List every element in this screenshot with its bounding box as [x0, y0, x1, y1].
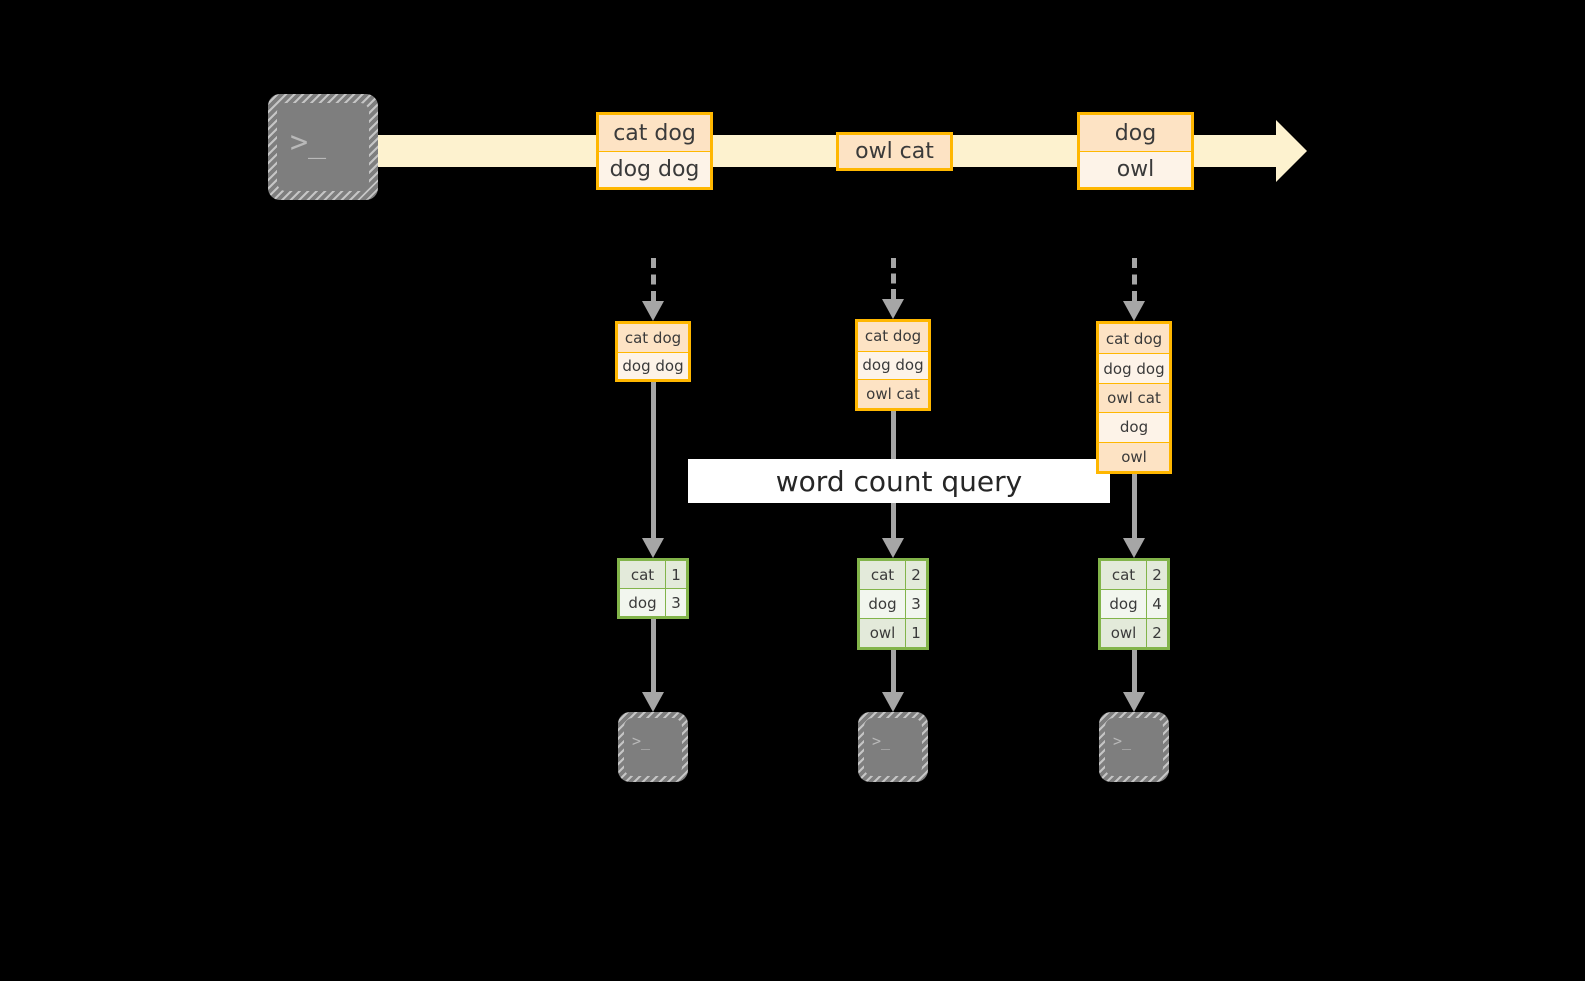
result-word-cell: dog [860, 589, 906, 618]
terminal-screen [1105, 718, 1163, 776]
result-count-cell: 4 [1147, 589, 1167, 618]
sink-terminal-icon-2: >_ [858, 712, 928, 782]
terminal-prompt: >_ [872, 732, 891, 750]
result-to-sink-arrow-3-shaft [1131, 649, 1137, 692]
result-count-cell: 2 [906, 561, 926, 589]
snapshot-input-row: dog dog [1099, 353, 1169, 383]
terminal-screen [864, 718, 922, 776]
input-to-result-arrow-1-shaft [650, 382, 656, 538]
result-to-sink-arrow-2-head [882, 692, 904, 712]
result-word-cell: cat [1101, 561, 1147, 589]
result-word-cell: dog [1101, 589, 1147, 618]
stream-record-row: dog dog [599, 151, 710, 187]
snapshot-input-row: dog dog [858, 350, 928, 380]
stream-record-row: cat dog [599, 115, 710, 151]
snapshot-input-row: cat dog [858, 322, 928, 351]
result-count-cell: 2 [1147, 618, 1167, 647]
terminal-prompt: >_ [290, 125, 327, 160]
stream-to-input-arrow-1-head [642, 301, 664, 321]
result-count-cell: 3 [666, 589, 686, 617]
result-word-cell: owl [1101, 618, 1147, 647]
result-count-cell: 1 [666, 561, 686, 589]
terminal-screen [624, 718, 682, 776]
stream-to-input-arrow-3-head [1123, 301, 1145, 321]
result-count-cell: 3 [906, 589, 926, 618]
result-to-sink-arrow-3-head [1123, 692, 1145, 712]
result-word-cell: owl [860, 618, 906, 647]
terminal-prompt: >_ [1113, 732, 1132, 750]
stream-to-input-arrow-2-head [882, 299, 904, 319]
query-label-text: word count query [775, 464, 1023, 498]
stream-to-input-arrow-1-shaft [651, 258, 656, 301]
snapshot-input-row: owl cat [858, 379, 928, 408]
result-word-cell: dog [620, 589, 666, 617]
terminal-screen [277, 103, 369, 191]
snapshot-input-row: dog dog [618, 351, 688, 380]
result-word-cell: cat [860, 561, 906, 589]
sink-terminal-icon-3: >_ [1099, 712, 1169, 782]
result-to-sink-arrow-2-shaft [890, 649, 896, 692]
result-to-sink-arrow-1-shaft [650, 619, 656, 692]
result-word-cell: cat [620, 561, 666, 589]
input-to-result-arrow-3-shaft [1131, 474, 1137, 538]
query-label-band: word count query [688, 459, 1110, 503]
result-count-cell: 1 [906, 618, 926, 647]
sink-terminal-icon-1: >_ [618, 712, 688, 782]
input-to-result-arrow-1-head [642, 538, 664, 558]
result-to-sink-arrow-1-head [642, 692, 664, 712]
snapshot-input-row: dog [1099, 412, 1169, 442]
stream-arrow-head [1276, 120, 1307, 182]
input-to-result-arrow-3-head [1123, 538, 1145, 558]
stream-to-input-arrow-3-shaft [1132, 258, 1137, 301]
snapshot-input-row: cat dog [618, 324, 688, 352]
snapshot-input-row: owl cat [1099, 382, 1169, 413]
snapshot-input-row: owl [1099, 441, 1169, 471]
input-to-result-arrow-2-head [882, 538, 904, 558]
stream-record-row: dog [1080, 115, 1191, 151]
stream-record-row: owl [1080, 151, 1191, 187]
stream-record-group-2: owl cat [836, 131, 953, 171]
terminal-prompt: >_ [632, 732, 651, 750]
source-terminal-icon: >_ [268, 94, 378, 200]
stream-to-input-arrow-2-shaft [891, 258, 896, 299]
stream-record-row: owl cat [839, 134, 950, 168]
snapshot-input-row: cat dog [1099, 324, 1169, 354]
result-count-cell: 2 [1147, 561, 1167, 589]
